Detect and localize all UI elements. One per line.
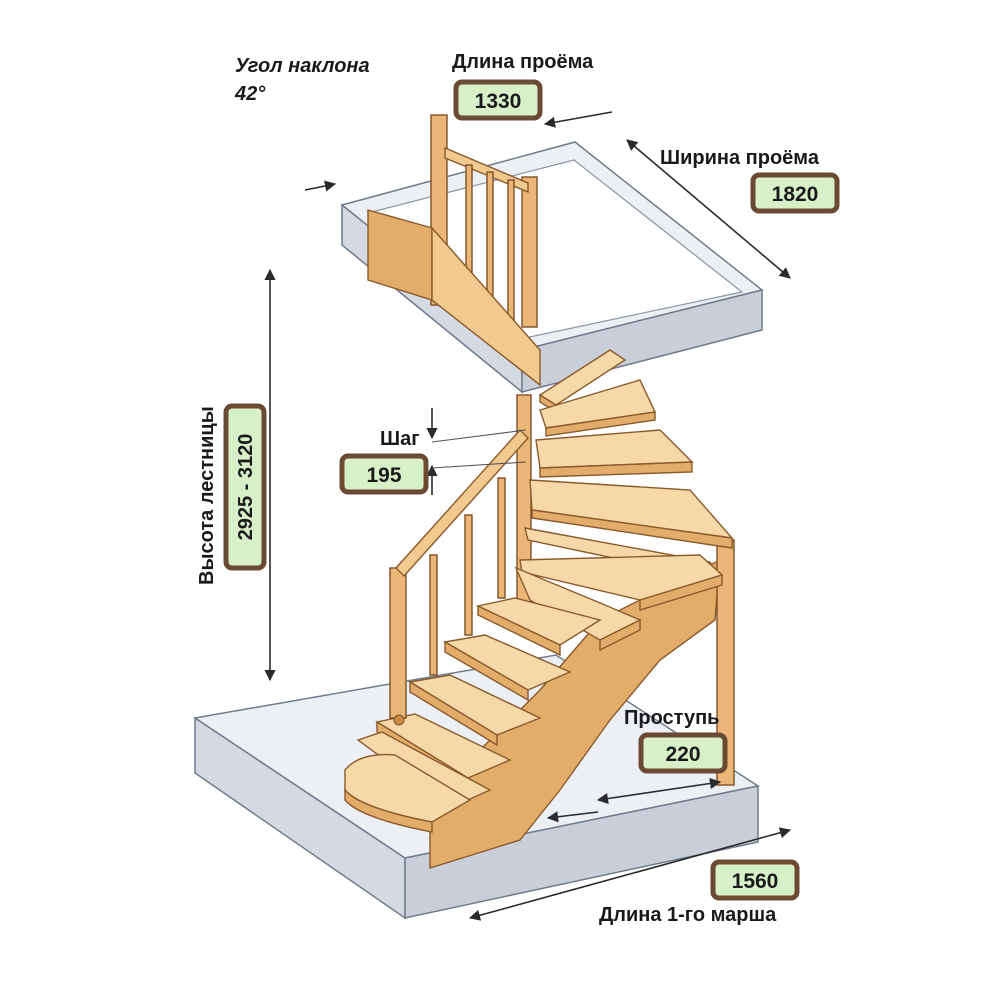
stair-treads [344, 349, 734, 833]
step-1 [344, 753, 472, 833]
dimension-lines [264, 111, 792, 921]
angle-value: 42° [234, 83, 266, 105]
step-4 [408, 674, 542, 747]
stair-height-badge [223, 403, 267, 571]
step-7 [514, 566, 642, 652]
angle-annotation: Угол наклона 42° [234, 55, 370, 105]
tread-annotation: Проступь 220 [624, 707, 728, 774]
tread-label: Проступь [624, 707, 719, 729]
upper-step-4 [535, 429, 694, 478]
upper-step-3 [529, 479, 734, 549]
first-flight-value: 1560 [732, 870, 779, 893]
step-value: 195 [366, 464, 401, 487]
handrail-upper [367, 114, 541, 387]
upper-step-5 [539, 379, 657, 437]
tread-badge [638, 732, 728, 774]
handrail-lower [389, 428, 529, 726]
angle-label: Угол наклона [235, 55, 370, 77]
opening-width-value: 1820 [772, 183, 819, 206]
opening-length-annotation: Длина проёма 1330 [452, 51, 594, 121]
opening-width-badge [750, 172, 840, 214]
first-flight-annotation: 1560 Длина 1-го марша [599, 859, 800, 926]
first-flight-label: Длина 1-го марша [599, 904, 777, 926]
stair-height-label: Высота лестницы [196, 406, 218, 585]
opening-length-label: Длина проёма [452, 51, 594, 73]
stair-height-annotation: Высота лестницы 2925 - 3120 [196, 403, 267, 585]
opening-length-badge [453, 79, 543, 121]
opening-length-value: 1330 [475, 90, 522, 113]
opening-width-annotation: Ширина проёма 1820 [660, 147, 840, 214]
step-6 [475, 597, 602, 657]
opening-width-label: Ширина проёма [660, 147, 820, 169]
first-flight-badge [710, 859, 800, 901]
step-label: Шаг [380, 428, 420, 450]
tread-value: 220 [665, 743, 700, 766]
step-annotation: Шаг 195 [339, 428, 429, 495]
step-badge [339, 453, 429, 495]
stair-height-value: 2925 - 3120 [235, 434, 257, 541]
step-5 [442, 634, 572, 702]
